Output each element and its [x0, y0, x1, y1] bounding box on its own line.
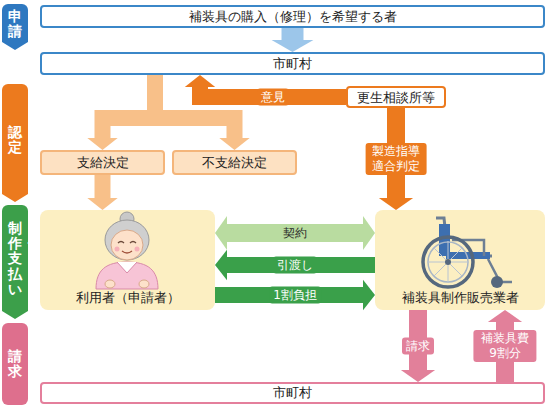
woman-body	[96, 262, 158, 289]
arrow-head	[219, 138, 249, 150]
flow-arrow	[185, 75, 346, 97]
node-label: 支給決定	[77, 155, 129, 171]
arrow-shaft	[496, 321, 514, 382]
wheelchair-hub	[445, 259, 451, 265]
wheelchair-handrim	[428, 242, 468, 282]
arrow-shaft	[95, 175, 111, 199]
arrow-head	[185, 75, 215, 87]
stage-label: 制作・支払い	[8, 221, 22, 298]
arrow-head	[379, 198, 413, 210]
stage-label: 請求	[8, 349, 22, 380]
municipality-box: 市町村	[40, 382, 545, 404]
stage-band: 申請	[2, 4, 28, 50]
flow-arrow	[87, 75, 155, 150]
arrow-shaft	[155, 75, 235, 139]
municipality-box: 市町村	[40, 52, 545, 75]
woman-hand	[139, 280, 149, 288]
flow-arrow	[155, 75, 250, 150]
vendor-panel	[375, 210, 545, 310]
woman-hair	[105, 220, 149, 260]
arrow-head	[87, 138, 117, 150]
arrow-head	[215, 250, 227, 280]
woman-collar	[117, 262, 137, 273]
stage-band: 認定	[2, 84, 28, 202]
node-label: 市町村	[273, 385, 312, 401]
wheelchair-spokes	[427, 241, 469, 283]
flow-arrow	[379, 108, 413, 210]
arrow-head	[87, 198, 117, 210]
elderly-woman-figure	[96, 212, 158, 289]
flow-arrow	[272, 28, 314, 52]
arrow-label: 引渡し	[273, 257, 317, 274]
arrow-head	[363, 280, 375, 310]
node-label: 補装具制作販売業者	[402, 290, 519, 306]
node-label: 補装具の購入（修理）を希望する者	[189, 9, 397, 25]
user-panel: 利用者（申請者）	[40, 210, 215, 310]
flow-arrow	[215, 250, 375, 280]
arrow-label: 補装具費 9割分	[473, 330, 536, 362]
stage-band: 請求	[2, 323, 28, 405]
woman-smile	[122, 251, 132, 253]
node-label: 利用者（申請者）	[76, 290, 180, 306]
consultation-box: 更生相談所等	[346, 86, 446, 108]
arrow-label: 1割負担	[269, 287, 321, 304]
arrow-head	[488, 310, 522, 322]
arrow-head	[215, 216, 227, 250]
arrow-shaft	[226, 257, 375, 273]
user-panel	[40, 210, 215, 310]
wheelchair-wheel	[423, 237, 473, 287]
arrow-shaft	[200, 86, 346, 97]
vendor-panel: 補装具制作販売業者	[375, 210, 545, 310]
wheelchair-caster	[491, 276, 503, 288]
arrow-shaft	[282, 28, 304, 41]
woman-eyes	[118, 242, 136, 244]
flow-arrow	[488, 310, 522, 382]
arrow-head	[272, 40, 314, 52]
decision-box: 不支給決定	[172, 150, 297, 175]
woman-face	[111, 230, 143, 260]
woman-cheek	[115, 247, 120, 252]
node-label: 市町村	[273, 56, 312, 72]
stage-label: 認定	[8, 125, 22, 156]
arrow-label: 製造指導 適合判定	[366, 143, 427, 175]
woman-cheek	[135, 247, 140, 252]
arrow-shaft	[226, 224, 364, 242]
arrow-label: 契約	[279, 225, 311, 242]
woman-hand	[105, 280, 115, 288]
node-label: 更生相談所等	[357, 90, 435, 105]
flow-arrow	[401, 310, 435, 382]
stage-band: 制作・支払い	[2, 205, 28, 319]
flow-arrow	[215, 216, 375, 250]
arrow-shaft	[387, 108, 405, 199]
decision-box: 支給決定	[40, 150, 165, 175]
arrow-head	[363, 216, 375, 250]
stage-label: 申請	[8, 9, 22, 40]
arrow-shaft	[409, 310, 427, 371]
arrow-label: 意見	[257, 89, 289, 106]
applicant-box: 補装具の購入（修理）を希望する者	[40, 5, 545, 28]
wheelchair-figure	[423, 218, 512, 288]
node-label: 不支給決定	[202, 155, 267, 171]
flow-arrow	[87, 175, 117, 210]
flow-arrow	[215, 280, 375, 310]
arrow-label: 請求	[402, 338, 434, 355]
arrow-head	[401, 370, 435, 382]
arrow-shaft	[215, 287, 364, 303]
